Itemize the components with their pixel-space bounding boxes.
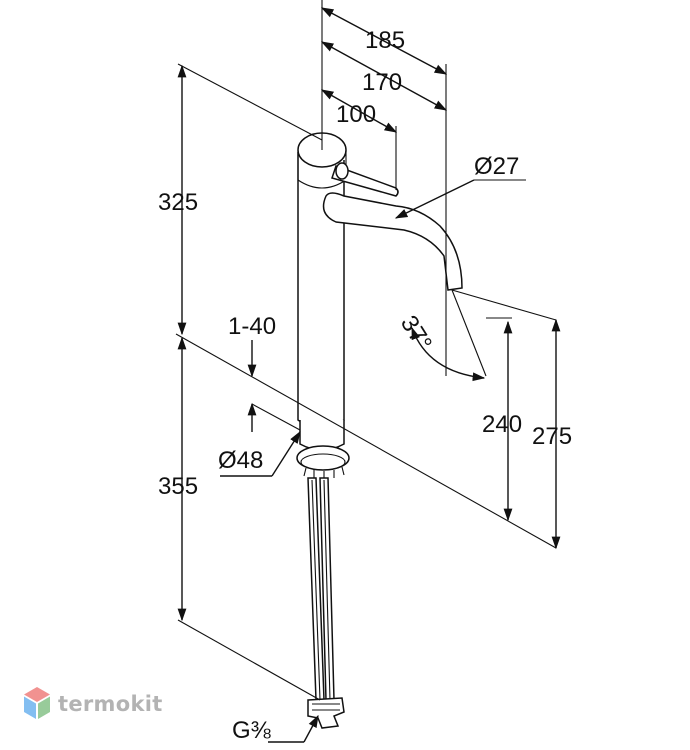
dimension-labels: 185 170 100 Ø27 325 37° 1-40 240 275 Ø48… (158, 27, 572, 744)
dim-170: 170 (362, 69, 402, 96)
dim-thread-g38: G⅜ (232, 717, 272, 744)
dim-185: 185 (365, 27, 405, 54)
dim-355: 355 (158, 473, 198, 500)
faucet-body (296, 132, 463, 729)
dim-diameter-48: Ø48 (218, 447, 263, 474)
dim-275: 275 (532, 423, 572, 450)
dimension-lines (175, 0, 561, 743)
termokit-logo-icon (24, 687, 50, 719)
dim-100: 100 (336, 101, 376, 128)
watermark: termokit (22, 686, 163, 722)
dim-diameter-27: Ø27 (474, 153, 519, 180)
spout (322, 192, 463, 291)
supply-hoses (307, 477, 335, 701)
dim-325: 325 (158, 189, 198, 216)
dim-thickness-range: 1-40 (228, 313, 276, 340)
dim-angle-37: 37° (395, 311, 437, 356)
watermark-text: termokit (58, 692, 163, 716)
dim-240: 240 (482, 411, 522, 438)
